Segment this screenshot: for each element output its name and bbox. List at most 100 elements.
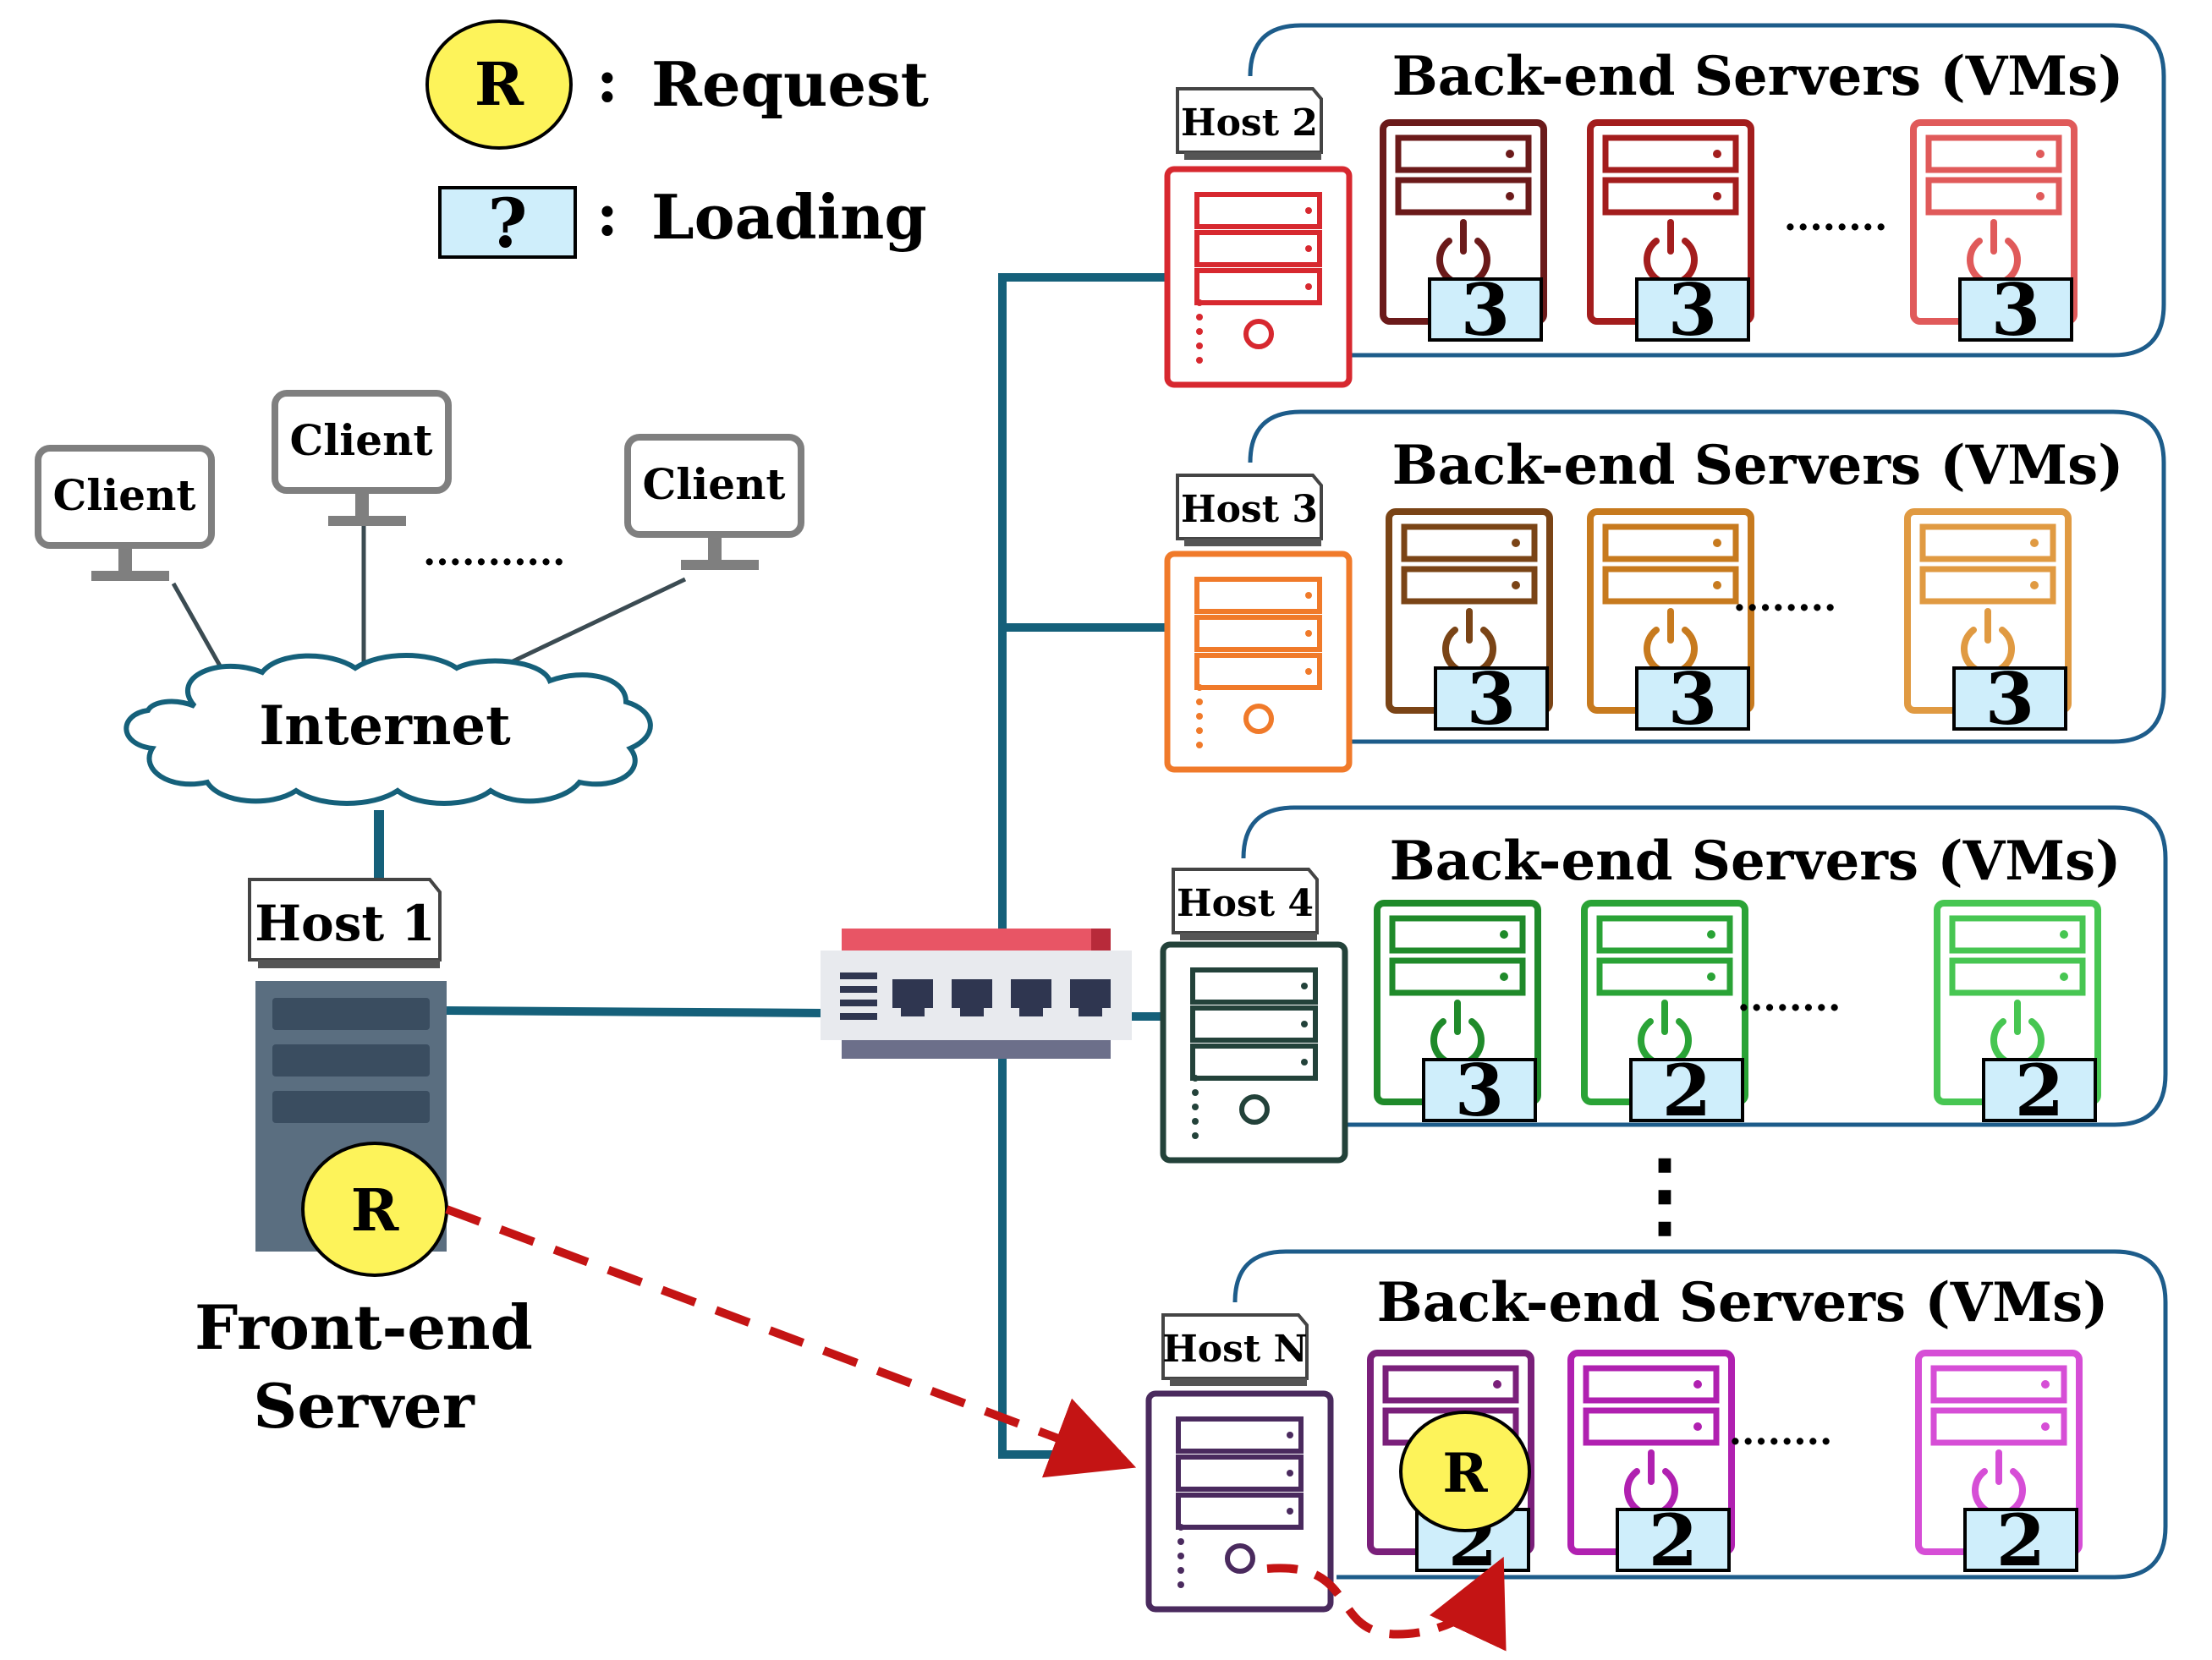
vm-load-value: 2	[1662, 1049, 1711, 1132]
legend-separator: :	[596, 179, 618, 249]
switch-port-icon	[1070, 979, 1111, 1016]
vm-server: 3	[1374, 900, 1541, 1132]
request-marker	[1399, 1411, 1531, 1532]
switch-port-icon	[1011, 979, 1051, 1016]
cloud-icon	[123, 653, 653, 806]
switch-vent-icon	[840, 1013, 877, 1020]
server-slot-icon	[272, 1044, 430, 1077]
vm-group-panel	[1248, 409, 2166, 744]
server-slot-icon	[272, 1091, 430, 1123]
vm-group-title: Back-end Servers (VMs)	[1390, 830, 2121, 893]
client-link	[506, 577, 687, 666]
loading-label: Loading	[651, 181, 927, 253]
monitor-stand-icon	[118, 545, 132, 573]
legend-loading: ? : Loading	[438, 179, 927, 263]
internet-cloud: Internet	[123, 653, 653, 806]
loading-symbol-text: ?	[488, 184, 528, 263]
client-2: Client	[272, 390, 452, 526]
vm-server: 3	[1386, 508, 1553, 741]
host-server-icon	[1160, 941, 1348, 1164]
internet-label: Internet	[259, 694, 511, 758]
network-switch	[821, 929, 1132, 1059]
vm-server: 3	[1910, 119, 2078, 352]
vm-load-value: 3	[1455, 1049, 1504, 1132]
request-marker-text: R	[351, 1177, 399, 1245]
back-end-host-row: Back-end Servers (VMs) Host 3 3 3 3........	[1164, 409, 2166, 773]
vm-group-panel	[1248, 23, 2166, 358]
host-server-icon	[1164, 551, 1353, 773]
vm-server: 3	[1904, 508, 2072, 741]
legend: R : Request ? : Loading	[425, 19, 929, 263]
monitor-base-icon	[681, 560, 759, 570]
vm-load-value: 3	[1991, 268, 2040, 352]
vm-server: 3	[1587, 119, 1754, 352]
host-label-tag: Host 2	[1176, 87, 1323, 160]
vm-load-box	[1635, 666, 1750, 731]
request-symbol-circle	[425, 19, 573, 150]
host-server-icon	[1164, 166, 1353, 388]
host-label-tag: Host 1	[248, 878, 442, 968]
back-end-host-row: Back-end Servers (VMs) Host 4 3 2 2........	[1160, 805, 2168, 1164]
vm-group-panel	[1232, 1249, 2168, 1580]
loading-symbol-box	[438, 186, 577, 259]
front-end-server: Host 1 R Front-end Server	[195, 878, 533, 1442]
vm-group-title: Back-end Servers (VMs)	[1392, 45, 2124, 108]
host-label-tag: Host 3	[1176, 474, 1323, 546]
vm-server: 2	[1934, 900, 2101, 1132]
vm-server: 2	[1567, 1350, 1735, 1582]
vm-load-box	[1963, 1508, 2078, 1572]
vm-load-box	[1635, 277, 1750, 342]
vm-load-value: 3	[1668, 657, 1717, 741]
vm-load-box	[1982, 1058, 2097, 1122]
vm-load-value: 3	[1985, 657, 2034, 741]
vm-load-box	[1428, 277, 1543, 342]
vm-load-value: 3	[1467, 657, 1516, 741]
vm-load-value: 2	[2015, 1049, 2064, 1132]
vm-load-box	[1422, 1058, 1537, 1122]
network-links	[446, 273, 1167, 1459]
switch-bottom-icon	[842, 1040, 1111, 1059]
frontend-to-switch-link	[446, 1006, 826, 1017]
vm-ellipsis: ........	[1784, 196, 1888, 239]
switch-vent-icon	[840, 972, 877, 979]
client-label: Client	[642, 459, 785, 509]
host-server-icon	[1145, 1390, 1334, 1613]
front-end-title-line1: Front-end	[195, 1291, 533, 1363]
host-label: Host 2	[1181, 101, 1318, 145]
host-label: Host 3	[1181, 488, 1318, 531]
monitor-stand-icon	[708, 534, 722, 562]
server-slot-icon	[272, 998, 430, 1030]
client-label: Client	[289, 415, 432, 465]
host-label: Host N	[1162, 1328, 1308, 1371]
request-dispatch-arrow	[1266, 1556, 1507, 1652]
vm-load-box	[1629, 1058, 1744, 1122]
vm-server: 2	[1581, 900, 1748, 1132]
vm-group-title: Back-end Servers (VMs)	[1392, 434, 2124, 497]
legend-separator: :	[596, 46, 618, 116]
vm-server: 3	[1587, 508, 1754, 741]
vm-group-panel	[1241, 805, 2168, 1127]
request-marker-text: R	[1442, 1442, 1488, 1505]
vm-ellipsis: ........	[1733, 577, 1837, 620]
vm-group-title: Back-end Servers (VMs)	[1377, 1271, 2109, 1334]
host-label-tag: Host 4	[1172, 868, 1319, 940]
switch-port-icon	[892, 979, 933, 1016]
switch-vent-icon	[840, 1000, 877, 1006]
client-1: Client	[35, 445, 215, 581]
request-route-arrow	[445, 1205, 1137, 1478]
switch-top-icon	[842, 929, 1111, 952]
client-label: Client	[52, 470, 195, 520]
vertical-ellipsis: ⋮	[1618, 1139, 1711, 1248]
switch-vent-icon	[840, 986, 877, 993]
client-3: Client	[624, 434, 804, 570]
vm-load-value: 3	[1461, 268, 1510, 352]
host-label: Host 1	[255, 895, 435, 952]
vm-server: 3	[1380, 119, 1547, 352]
backbone-link	[998, 273, 1167, 1459]
vm-ellipsis: ........	[1737, 977, 1842, 1020]
vm-load-box	[1952, 666, 2067, 731]
